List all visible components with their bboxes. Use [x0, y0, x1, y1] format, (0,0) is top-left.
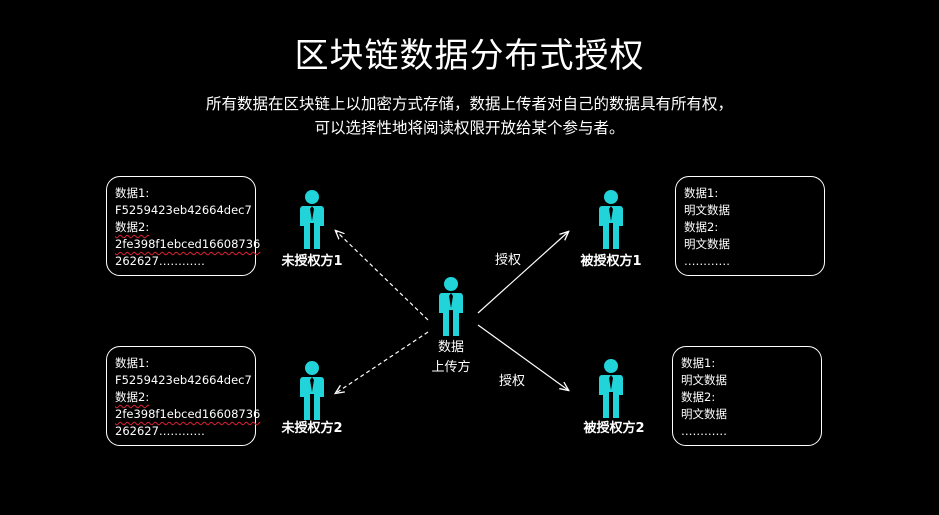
person-icon [439, 277, 463, 336]
uploader-label: 数据 上传方 [421, 338, 481, 378]
unauthorized-2-data-box: 数据1: F5259423eb42664dec7 数据2: 2fe398f1eb… [106, 346, 261, 446]
box-line: 数据2: [681, 390, 716, 404]
box-line: 数据1: [115, 186, 150, 200]
box-line: 262627………… [115, 254, 205, 268]
box-line: ………… [684, 254, 730, 268]
person-icon [599, 190, 623, 249]
box-line: 数据1: [684, 186, 719, 200]
box-line: 数据2: [684, 220, 719, 234]
authorized-1-data-box: 数据1: 明文数据 数据2: 明文数据 ………… [675, 176, 825, 276]
person-icon [599, 359, 623, 418]
box-line: 数据1: [115, 356, 150, 370]
box-line: F5259423eb42664dec7 [115, 203, 252, 217]
uploader-label-line-1: 数据 [437, 340, 464, 355]
person-icon [300, 190, 324, 249]
uploader-label-line-2: 上传方 [431, 360, 471, 375]
box-line: 2fe398f1ebced16608736 [115, 237, 261, 251]
box-line: 数据1: [681, 356, 716, 370]
box-line: ………… [681, 424, 727, 438]
unauthorized-party-2-label: 未授权方2 [281, 421, 343, 436]
subtitle-line-1: 所有数据在区块链上以加密方式存储，数据上传者对自己的数据具有所有权， [205, 95, 733, 113]
box-line: 明文数据 [681, 407, 727, 421]
authorized-party-1-label: 被授权方1 [580, 254, 642, 269]
box-line: 数据2: [115, 220, 150, 234]
box-line: 明文数据 [681, 373, 727, 387]
box-line: 数据2: [115, 390, 150, 404]
authorized-party-2-label: 被授权方2 [583, 421, 645, 436]
box-line: F5259423eb42664dec7 [115, 373, 252, 387]
arrow-to-authorized-2 [477, 324, 568, 390]
grant-label-top: 授权 [495, 253, 522, 268]
page-title: 区块链数据分布式授权 [294, 36, 645, 76]
arrow-to-unauthorized-1 [336, 231, 429, 321]
unauthorized-1-data-box: 数据1: F5259423eb42664dec7 数据2: 2fe398f1eb… [106, 176, 261, 276]
grant-label-bottom: 授权 [499, 374, 526, 389]
box-line: 明文数据 [684, 203, 730, 217]
unauthorized-party-1-label: 未授权方1 [281, 254, 343, 269]
subtitle-line-2: 可以选择性地将阅读权限开放给某个参与者。 [314, 119, 625, 137]
box-line: 262627………… [115, 424, 205, 438]
arrow-to-unauthorized-2 [336, 331, 429, 393]
person-icon [300, 361, 324, 420]
arrow-to-authorized-1 [477, 232, 568, 314]
page-subtitle: 所有数据在区块链上以加密方式存储，数据上传者对自己的数据具有所有权， 可以选择性… [0, 92, 939, 140]
box-line: 2fe398f1ebced16608736 [115, 407, 261, 421]
authorized-2-data-box: 数据1: 明文数据 数据2: 明文数据 ………… [672, 346, 822, 446]
box-line: 明文数据 [684, 237, 730, 251]
